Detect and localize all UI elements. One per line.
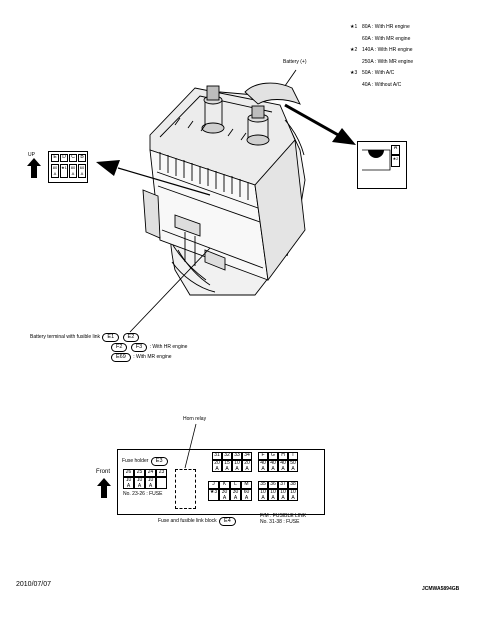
right-link-box: A ★2 (357, 141, 407, 189)
date-label: 2010/07/07 (16, 581, 52, 588)
fuse-cell: 10 A (258, 489, 268, 501)
fuse-cell: I (288, 452, 298, 460)
fuse-cell: 15 A (222, 460, 232, 472)
note-item: 40A : Without A/C (362, 81, 402, 88)
right-link-shape (362, 149, 391, 171)
fuse-cell: 20 A (242, 460, 252, 472)
fuse-cell: 32 (222, 452, 232, 460)
note-item: 60A : With MR engine (362, 35, 411, 42)
fuse-cell: 10 A (288, 489, 298, 501)
connector-f3: F3 (130, 343, 148, 352)
link-cell: C (69, 154, 77, 162)
connector-f2: F2 (111, 343, 128, 352)
fuse-cell: 40 A (268, 460, 278, 472)
terminal-label: Battery terminal with fusible link E1 E2 (30, 333, 140, 342)
fuse-cell: 10 A (123, 477, 134, 489)
link-cell: 60 A (78, 164, 86, 178)
fuse-cell: 37 (278, 481, 288, 489)
fuse-block-frame (117, 449, 325, 515)
fuse-cell: 31 (212, 452, 222, 460)
fm-label: F/M : FUSIBLE LINK No. 31-38 : FUSE (260, 513, 307, 525)
link-cell: D (60, 154, 68, 162)
fuse-cell: 35 (258, 481, 268, 489)
hr-engine-label: F2 F3 : With HR engine (110, 343, 187, 352)
fuse-cell: 10 A (278, 489, 288, 501)
fuse-cell: 30 A (230, 489, 241, 501)
left-link-box: E D C B 80 A ★1 80 A 60 A (48, 151, 88, 183)
fuse-range-label: No. 23-26 : FUSE (123, 491, 163, 497)
fuse-cell: J (208, 481, 219, 489)
fuse-cell: 60 A (241, 489, 252, 501)
link-cell: E (51, 154, 59, 162)
fuse-cell: L (230, 481, 241, 489)
fuse-cell: 34 (242, 452, 252, 460)
fuse-cell: 10 A (134, 477, 145, 489)
up-label: UP (28, 152, 35, 158)
fuse-cell: 40 A (278, 460, 288, 472)
fuse-holder-label: Fuse holder E3 (122, 457, 169, 466)
front-label: Front (96, 469, 111, 475)
link-cell: A (391, 145, 400, 155)
fuse-cell: 36 (268, 481, 278, 489)
connector-e1: E1 (102, 333, 120, 342)
connector-e2: E2 (122, 333, 140, 342)
battery-label: Battery (+) (283, 59, 307, 65)
fuse-cell: M (241, 481, 252, 489)
fuse-cell: F (258, 452, 268, 460)
fuse-cell (156, 477, 167, 489)
fuse-cell: 40 A (258, 460, 268, 472)
fuse-cell: 10 A (268, 489, 278, 501)
fuse-cell: ★3 (208, 489, 219, 501)
fuse-cell: 26 (123, 469, 134, 477)
horn-relay-box (175, 469, 196, 509)
fuse-cell: 23 (156, 469, 167, 477)
link-cell: B (78, 154, 86, 162)
fuse-cell: 20 A (212, 460, 222, 472)
connector-e3: E3 (150, 457, 168, 466)
fuse-cell: 25 (134, 469, 145, 477)
fuse-cell: 38 (288, 481, 298, 489)
fuse-cell: 30 A (219, 489, 230, 501)
fuse-cell: H (278, 452, 288, 460)
connector-e69: E69 (111, 353, 131, 362)
image-code: JCMWA5894GB (422, 586, 460, 592)
fuse-cell: 10 A (232, 460, 242, 472)
fuse-cell: G (268, 452, 278, 460)
link-cell: 80 A (69, 164, 77, 178)
note-item: 250A : With MR engine (362, 58, 414, 65)
block-label: Fuse and fusible link block E4 (158, 517, 237, 526)
link-cell: ★2 (391, 155, 400, 167)
link-cell: 80 A (51, 164, 59, 178)
fuse-cell: 24 (145, 469, 156, 477)
link-cell: ★1 (60, 164, 68, 178)
fuse-cell: K (219, 481, 230, 489)
fuse-cell: 33 (232, 452, 242, 460)
horn-relay-label: Horn relay (183, 416, 207, 422)
front-arrow-icon (97, 478, 111, 498)
fuse-cell: 10 A (145, 477, 156, 489)
connector-e4: E4 (219, 517, 236, 526)
mr-engine-label: E69 : With MR engine (110, 353, 172, 362)
fuse-cell: 50 A (288, 460, 298, 472)
up-arrow-icon (27, 158, 41, 178)
